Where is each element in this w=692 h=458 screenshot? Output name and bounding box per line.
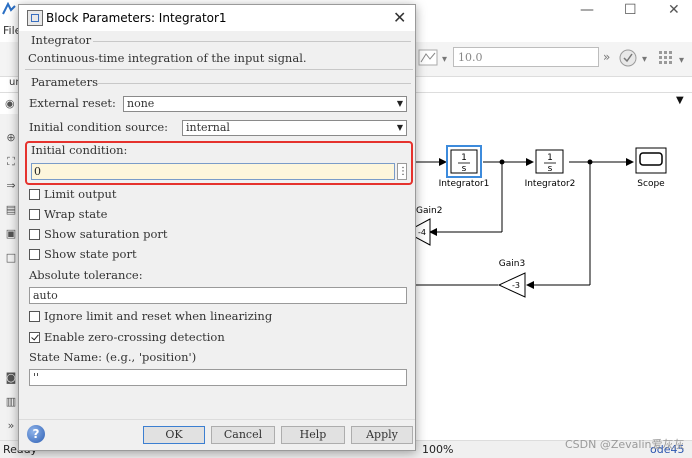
limit-output-checkbox[interactable] [29, 189, 40, 200]
dialog-titlebar[interactable]: Block Parameters: Integrator1 ✕ [19, 5, 415, 31]
minimize-icon[interactable]: — [580, 2, 594, 18]
wrap-state-label: Wrap state [44, 207, 108, 221]
zoom-icon[interactable]: ⊕ [6, 131, 16, 144]
help-icon[interactable]: ? [27, 425, 45, 443]
ic-source-select[interactable]: internal ▼ [182, 120, 407, 136]
parameters-heading: Parameters [31, 75, 98, 89]
block-icon [27, 10, 43, 26]
show-saturation-port-checkbox[interactable] [29, 229, 40, 240]
show-state-port-label: Show state port [44, 247, 137, 261]
integrator1-label[interactable]: Integrator1 [439, 179, 490, 189]
ic-source-label: Initial condition source: [29, 120, 169, 134]
integrator2-denominator: s [548, 164, 553, 174]
gain2-block[interactable]: -4 [416, 218, 431, 246]
show-state-port-checkbox[interactable] [29, 249, 40, 260]
integrator1-numerator: 1 [461, 153, 467, 163]
stop-time-input[interactable]: 10.0 [453, 47, 599, 67]
integrator2-label[interactable]: Integrator2 [525, 179, 576, 189]
external-reset-value: none [127, 97, 155, 110]
dropdown-arrow-icon: ▼ [396, 99, 403, 108]
wrap-state-checkbox[interactable] [29, 209, 40, 220]
scope-label[interactable]: Scope [637, 179, 665, 189]
image-icon[interactable]: ▣ [5, 227, 17, 240]
model-advisor-icon[interactable]: ▾ [618, 47, 654, 69]
footer-divider [19, 419, 415, 420]
integrator2-numerator: 1 [547, 153, 553, 163]
zero-crossing-checkbox[interactable] [29, 332, 40, 343]
help-button[interactable]: Help [281, 426, 345, 444]
grid-options-icon[interactable]: ▾ [657, 47, 691, 69]
gain2-value: -4 [418, 228, 426, 237]
state-name-label: State Name: (e.g., 'position') [29, 350, 197, 364]
ignore-limit-checkbox[interactable] [29, 311, 40, 322]
block-type-heading: Integrator [31, 33, 92, 47]
more-options-icon[interactable]: ⋮ [397, 163, 408, 180]
branch-point [587, 159, 593, 165]
svg-text:▾: ▾ [442, 54, 447, 65]
maximize-icon[interactable]: ☐ [624, 2, 637, 18]
back-icon[interactable]: ◉ [5, 97, 15, 110]
simulink-logo-icon [2, 2, 16, 15]
expand-palette-icon[interactable]: » [7, 419, 15, 432]
gain3-value: -3 [512, 281, 520, 290]
gain3-label[interactable]: Gain3 [499, 259, 525, 269]
abs-tol-label: Absolute tolerance: [29, 268, 143, 282]
close-icon[interactable]: ✕ [393, 8, 407, 27]
svg-text:▾: ▾ [642, 54, 647, 65]
arrow-icon[interactable]: ⇒ [6, 179, 16, 192]
menubar: File [0, 22, 692, 42]
branch-point [499, 159, 505, 165]
scope-block[interactable] [635, 147, 667, 174]
dropdown-arrow-icon: ▼ [396, 123, 403, 132]
cancel-button[interactable]: Cancel [211, 426, 275, 444]
group-divider [97, 83, 411, 84]
status-zoom: 100% [422, 443, 454, 456]
gain3-block[interactable]: -3 [497, 272, 526, 298]
fit-view-icon[interactable]: ⛶ [7, 155, 15, 168]
integrator1-denominator: s [462, 164, 467, 174]
status-solver[interactable]: ode45 [650, 443, 685, 456]
explorer-icon[interactable]: ▥ [5, 395, 17, 408]
close-window-icon[interactable]: ✕ [668, 2, 680, 18]
model-tab[interactable]: un [9, 77, 22, 88]
initial-condition-input[interactable]: 0 [31, 163, 395, 180]
group-divider [93, 41, 411, 42]
address-dropdown-icon[interactable]: ▼ [676, 95, 684, 106]
integrator1-block[interactable]: 1 s [446, 145, 482, 178]
limit-output-label: Limit output [44, 187, 117, 201]
dialog-title: Block Parameters: Integrator1 [46, 11, 227, 25]
abs-tol-input[interactable]: auto [29, 287, 407, 304]
model-canvas[interactable]: 1 s Integrator1 1 s Integrator2 Scope Ga… [416, 115, 692, 440]
ignore-limit-label: Ignore limit and reset when linearizing [44, 309, 273, 323]
chevron-right-icon[interactable]: » [603, 50, 611, 64]
watermark: CSDN @Zevalin爱灰灰 [565, 438, 685, 451]
ic-source-value: internal [186, 121, 230, 134]
state-name-input[interactable]: '' [29, 369, 407, 386]
initial-condition-label: Initial condition: [31, 143, 128, 157]
ok-button[interactable]: OK [143, 426, 205, 444]
integrator2-block[interactable]: 1 s [535, 149, 564, 174]
group-divider [25, 69, 413, 70]
area-icon[interactable]: □ [5, 251, 17, 264]
gain2-label[interactable]: Gain2 [416, 206, 442, 216]
highlight-annotation [25, 141, 413, 185]
svg-text:▾: ▾ [679, 55, 684, 66]
camera-icon[interactable]: ◙ [5, 371, 17, 384]
show-saturation-port-label: Show saturation port [44, 227, 168, 241]
external-reset-label: External reset: [29, 96, 116, 110]
zero-crossing-label: Enable zero-crossing detection [44, 330, 225, 344]
block-parameters-dialog: Block Parameters: Integrator1 ✕ Integrat… [18, 4, 416, 451]
annotation-icon[interactable]: ▤ [5, 203, 17, 216]
signal-icon[interactable]: ▾ [418, 48, 452, 68]
external-reset-select[interactable]: none ▼ [123, 96, 407, 112]
block-description: Continuous-time integration of the input… [28, 51, 307, 65]
apply-button[interactable]: Apply [351, 426, 413, 444]
menu-file[interactable]: File [3, 24, 22, 37]
